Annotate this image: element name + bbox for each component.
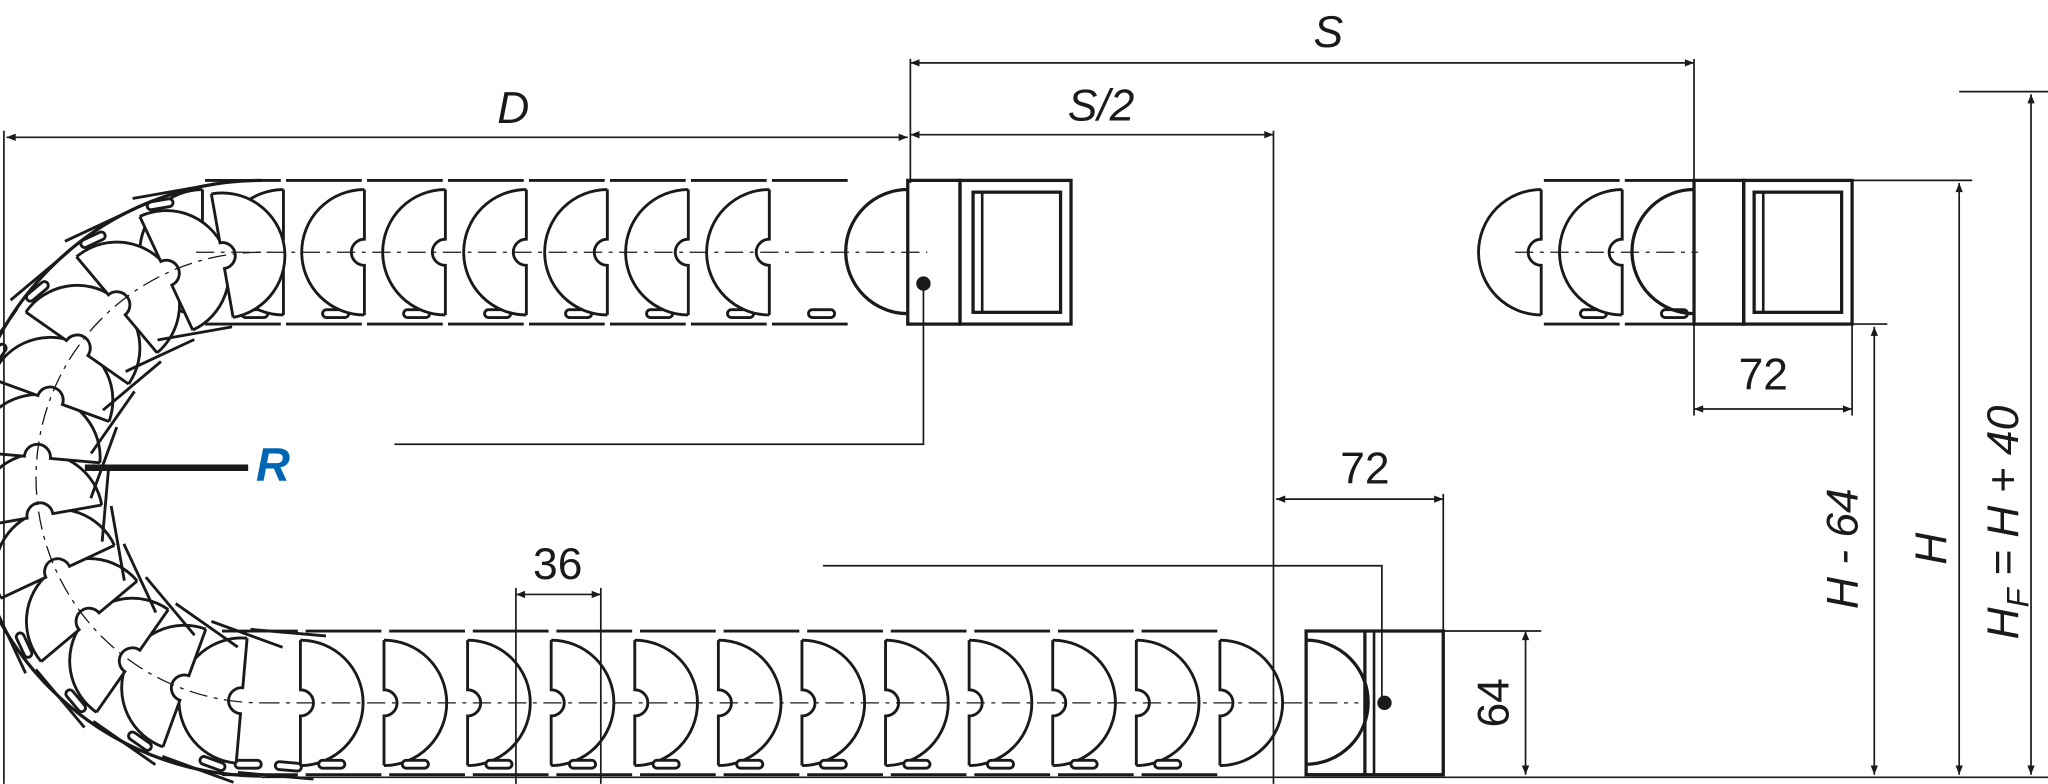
label-64: 64 (1470, 678, 1519, 727)
chain-link (300, 178, 443, 326)
lower-end-bracket (1304, 629, 1445, 777)
label-S-half: S/2 (1068, 81, 1135, 130)
label-72-lower: 72 (1340, 444, 1389, 493)
upper-end-bracket (844, 178, 1073, 326)
chain-link (64, 207, 231, 373)
label-HF: HF = H + 40 (1979, 405, 2035, 639)
bend-outer-edge (0, 178, 262, 778)
leader-upper (394, 284, 925, 446)
label-H-64: H - 64 (1818, 488, 1867, 609)
label-36: 36 (533, 540, 582, 589)
chain-link (890, 629, 1034, 777)
radius-label: R (256, 438, 290, 491)
pivot-dot-upper (916, 276, 931, 291)
chain-link (0, 393, 111, 542)
pivot-dot-lower (1377, 695, 1392, 711)
centerline (35, 251, 262, 704)
label-D: D (497, 84, 529, 133)
label-H: H (1907, 532, 1956, 565)
dimension-lines (3, 58, 2048, 784)
leader-lower (822, 564, 1383, 703)
label-72-upper: 72 (1739, 350, 1788, 399)
label-S: S (1314, 8, 1344, 57)
